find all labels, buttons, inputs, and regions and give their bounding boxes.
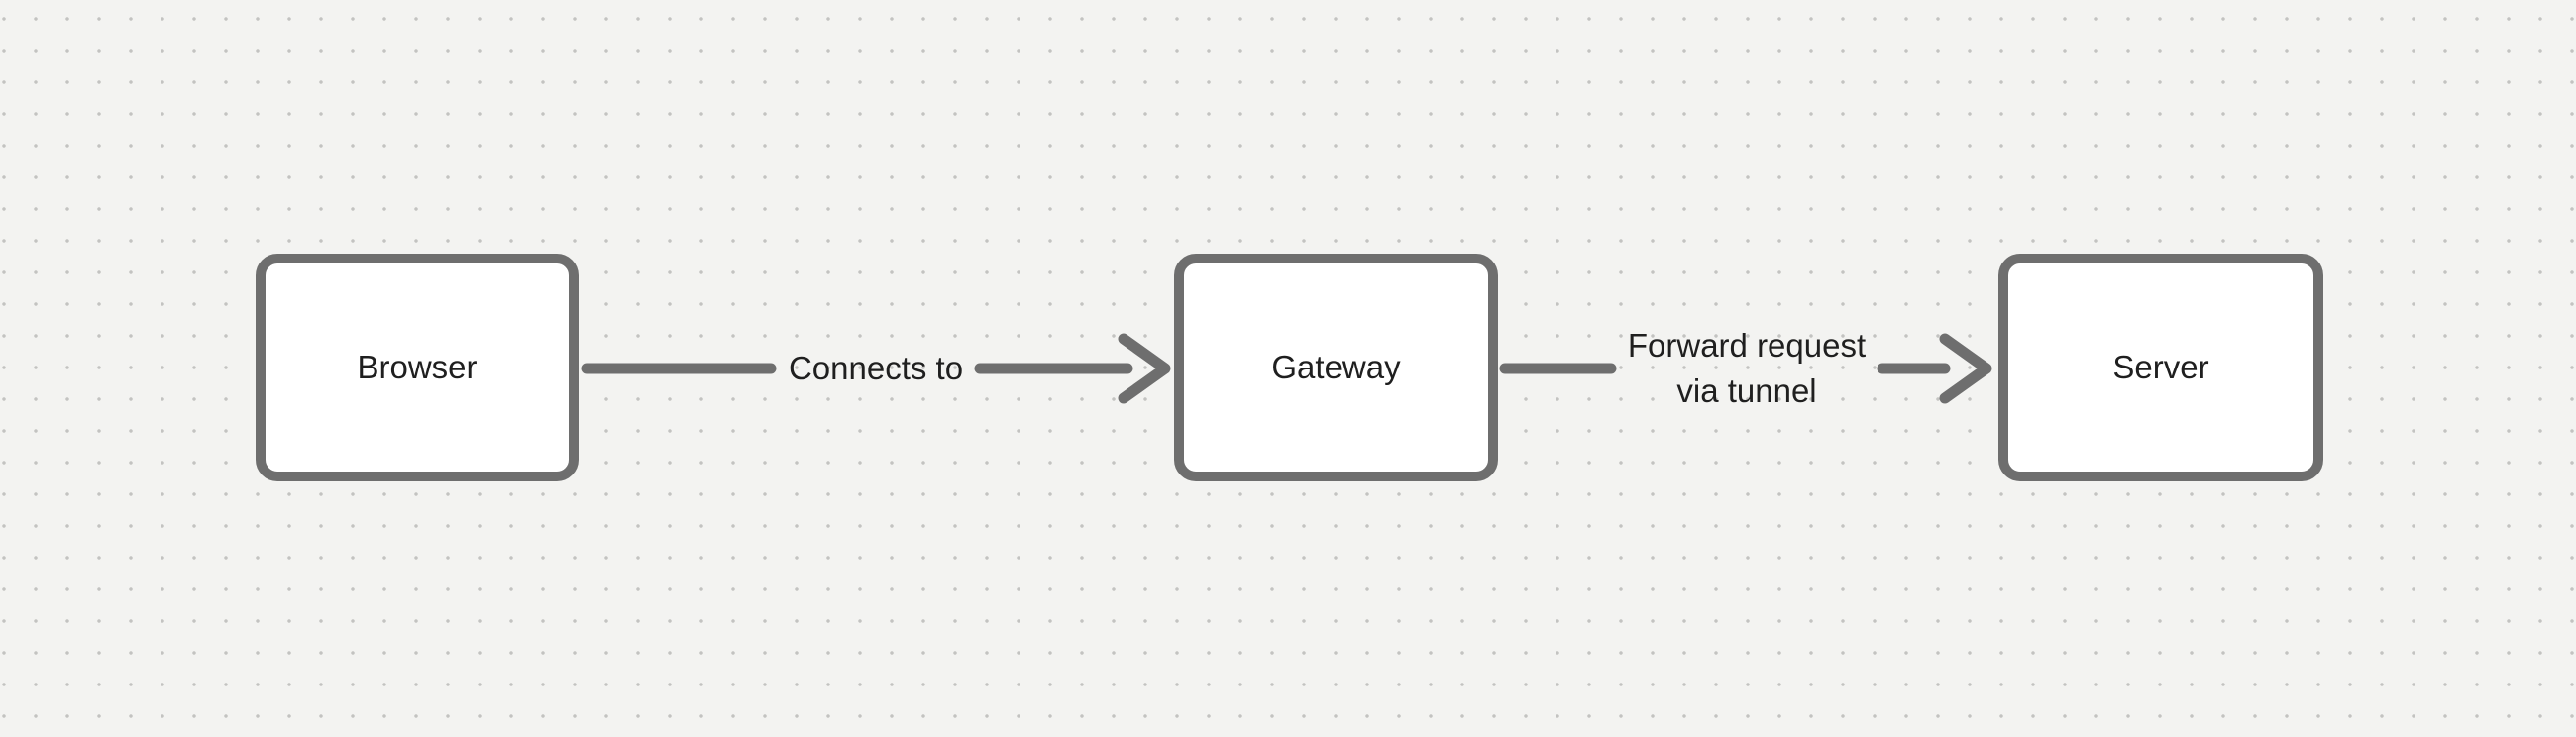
- node-browser-label: Browser: [357, 349, 478, 385]
- edge-label-line-2: via tunnel: [1676, 372, 1817, 409]
- arrowhead-chevron-icon[interactable]: [1118, 333, 1171, 404]
- node-server-label: Server: [2112, 349, 2209, 385]
- edge-label-line-1: Forward request: [1627, 327, 1867, 364]
- node-server[interactable]: Server: [1998, 254, 2323, 481]
- node-browser[interactable]: Browser: [256, 254, 579, 481]
- node-gateway[interactable]: Gateway: [1174, 254, 1498, 481]
- edge-label-forward-request[interactable]: Forward request via tunnel: [1628, 323, 1866, 414]
- edge-label-connects-to[interactable]: Connects to: [788, 350, 964, 386]
- arrowhead-chevron-icon[interactable]: [1939, 333, 1992, 404]
- arrow-gateway-server[interactable]: [1499, 333, 1992, 404]
- arrow-browser-gateway[interactable]: [581, 333, 1171, 404]
- node-gateway-label: Gateway: [1271, 349, 1401, 385]
